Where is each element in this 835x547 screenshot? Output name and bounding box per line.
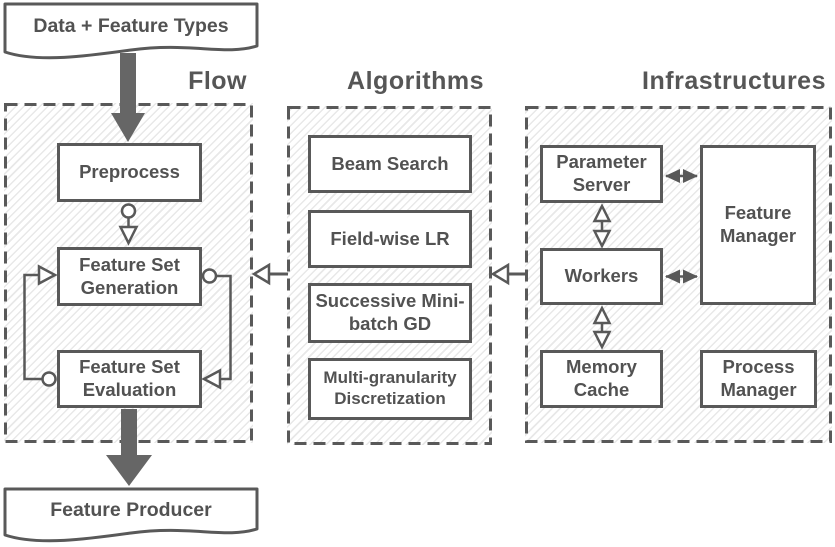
algorithms-to-flow-arrow xyxy=(251,262,288,286)
multi-granularity-discretization-box: Multi-granularity Discretization xyxy=(308,358,472,420)
infrastructures-panel-title: Infrastructures xyxy=(642,67,826,95)
algorithms-panel-title: Algorithms xyxy=(347,67,484,95)
successive-mini-batch-gd-box: Successive Mini-batch GD xyxy=(308,283,472,343)
workers-box: Workers xyxy=(540,248,663,305)
feature-manager-box: Feature Manager xyxy=(700,145,816,305)
feature-set-generation-box: Feature Set Generation xyxy=(57,247,202,306)
preprocess-box: Preprocess xyxy=(57,143,202,202)
infrastructures-to-algorithms-arrow xyxy=(490,262,526,286)
feature-set-evaluation-box: Feature Set Evaluation xyxy=(57,350,202,408)
output-document-label: Feature Producer xyxy=(50,498,212,521)
beam-search-box: Beam Search xyxy=(308,135,472,193)
left-open-arrowhead xyxy=(490,262,510,286)
parameter-server-box: Parameter Server xyxy=(540,145,663,203)
input-document-label: Data + Feature Types xyxy=(33,14,229,37)
left-open-arrowhead xyxy=(251,262,271,286)
memory-cache-box: Memory Cache xyxy=(540,350,663,408)
process-manager-box: Process Manager xyxy=(700,350,817,408)
field-wise-lr-box: Field-wise LR xyxy=(308,210,472,268)
flow-panel-title: Flow xyxy=(188,67,247,95)
